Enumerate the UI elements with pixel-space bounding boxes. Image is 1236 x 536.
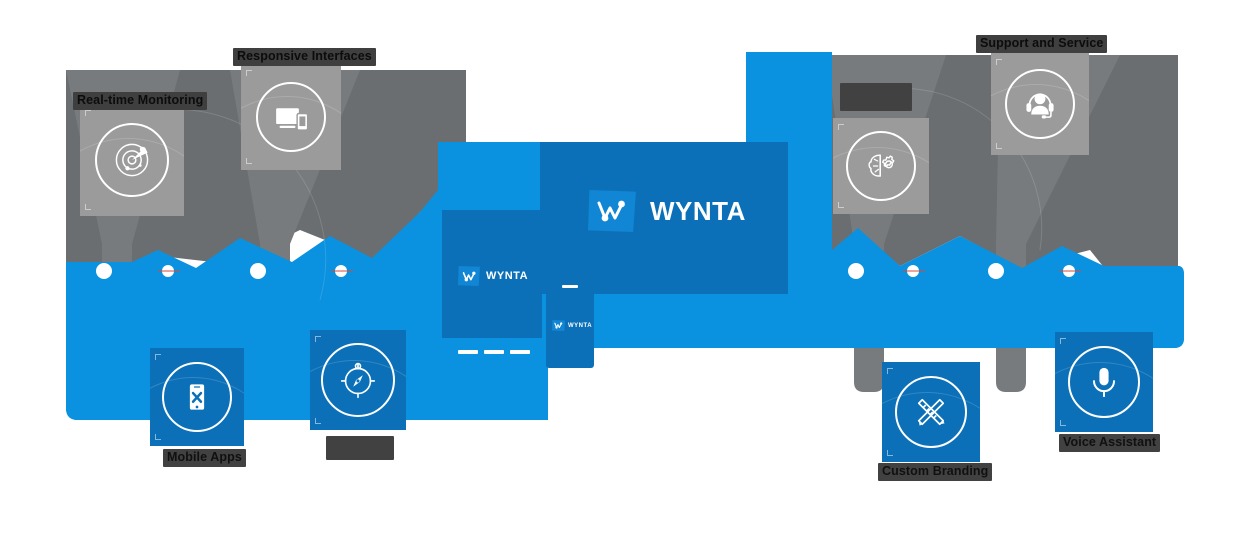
icon-ring <box>162 362 232 432</box>
smartphone-device: WYNTA <box>546 280 594 368</box>
wynta-w-mark-icon <box>588 190 636 232</box>
phone-keyline <box>550 376 561 379</box>
feature-label-responsive-interfaces: Responsive Interfaces <box>233 48 376 66</box>
phone-keyline <box>580 376 591 379</box>
feature-label-support-and-service: Support and Service <box>976 35 1108 53</box>
tablet-keyline <box>458 350 478 354</box>
feature-tile-real-time-monitoring[interactable] <box>80 104 184 216</box>
microphone-icon <box>1093 367 1115 398</box>
tile-corner-mark <box>1060 338 1066 344</box>
connector-dot <box>848 263 864 279</box>
tile-corner-mark <box>246 70 252 76</box>
tile-corner-mark <box>155 434 161 440</box>
tile-corner-mark <box>887 368 893 374</box>
feature-tile-navigation[interactable] <box>310 330 406 430</box>
headset-support-icon <box>1026 93 1054 119</box>
brain-gear-icon <box>868 154 895 177</box>
wynta-w-mark-icon <box>552 320 565 331</box>
feature-tile-custom-branding[interactable] <box>882 362 980 462</box>
connector-dot <box>988 263 1004 279</box>
connector-dot <box>158 265 180 277</box>
tablet-brand-row: WYNTA <box>458 266 528 286</box>
connector-dot <box>250 263 266 279</box>
feature-label-navigation <box>326 436 394 460</box>
feature-label-voice-assistant: Voice Assistant <box>1059 434 1161 452</box>
blue-right-tail <box>1104 266 1184 348</box>
tablet-keyline <box>510 350 530 354</box>
tile-corner-mark <box>1060 420 1066 426</box>
feature-label-real-time-monitoring: Real-time Monitoring <box>73 92 208 110</box>
tablet-keyline <box>484 350 504 354</box>
phone-brand-row: WYNTA <box>552 320 592 331</box>
icon-ring <box>1005 69 1075 139</box>
connector-dot <box>1059 265 1081 277</box>
icon-ring <box>895 376 967 448</box>
desktop-brand-row: WYNTA <box>588 190 746 232</box>
wynta-w-mark-icon <box>458 266 480 286</box>
feature-label-custom-branding: Custom Branding <box>878 463 993 481</box>
tile-corner-mark <box>246 158 252 164</box>
phone-speaker <box>562 285 578 288</box>
tile-corner-mark <box>838 124 844 130</box>
feature-tile-responsive-interfaces[interactable] <box>241 64 341 170</box>
connector-dot <box>331 265 353 277</box>
tile-corner-mark <box>155 354 161 360</box>
pen-ruler-icon <box>917 398 945 426</box>
tile-corner-mark <box>85 204 91 210</box>
tile-corner-mark <box>996 143 1002 149</box>
mobile-phone-icon <box>189 384 205 410</box>
connector-dot <box>96 263 112 279</box>
tile-corner-mark <box>887 450 893 456</box>
icon-ring <box>321 343 395 417</box>
icon-ring <box>256 82 326 152</box>
wynta-glyph <box>597 200 625 222</box>
wynta-glyph <box>462 271 476 281</box>
feature-tile-support-and-service[interactable] <box>991 53 1089 155</box>
radar-icon <box>115 143 149 177</box>
tile-corner-mark <box>85 110 91 116</box>
feature-tile-mobile-apps[interactable] <box>150 348 244 446</box>
feature-label-ai-automation <box>840 83 912 111</box>
tablet-brand-text: WYNTA <box>486 270 529 282</box>
tile-corner-mark <box>996 59 1002 65</box>
icon-ring <box>846 131 916 201</box>
wynta-glyph <box>554 322 563 329</box>
desktop-monitor: WYNTA <box>540 142 788 294</box>
tile-corner-mark <box>315 418 321 424</box>
desktop-brand-text: WYNTA <box>650 195 746 226</box>
device-cluster: WYNTA WYNTA <box>438 142 798 379</box>
icon-ring <box>95 123 169 197</box>
connector-dot <box>903 265 925 277</box>
icon-ring <box>1068 346 1140 418</box>
phone-keyline <box>565 376 576 379</box>
blue-left-tail <box>66 262 138 420</box>
tablet-device: WYNTA <box>442 210 542 338</box>
feature-tile-ai-automation[interactable] <box>833 118 929 214</box>
responsive-devices-icon <box>276 108 309 131</box>
tile-corner-mark <box>315 336 321 342</box>
feature-label-mobile-apps: Mobile Apps <box>163 449 246 467</box>
feature-tile-voice-assistant[interactable] <box>1055 332 1153 432</box>
phone-brand-text: WYNTA <box>568 322 593 329</box>
connector-dots-group <box>96 263 1081 279</box>
tile-corner-mark <box>838 202 844 208</box>
compass-icon <box>340 362 376 399</box>
